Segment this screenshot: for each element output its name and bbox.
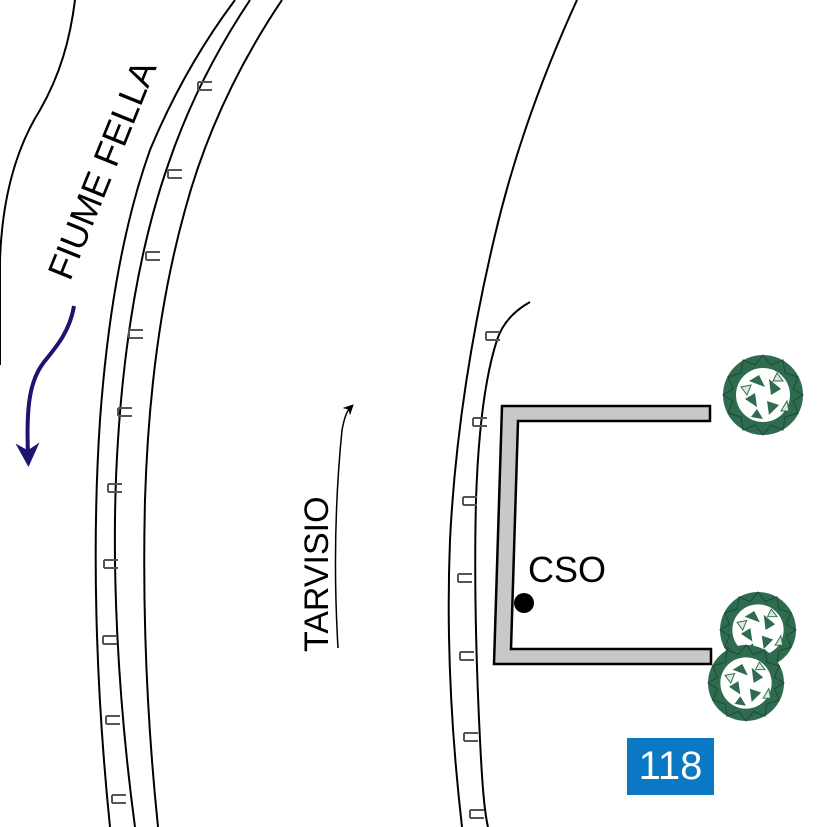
railway-line-inner (113, 0, 251, 827)
railway-ticks-west (102, 81, 212, 804)
direction-label: TARVISIO (298, 496, 336, 652)
road-ticks-east (457, 331, 500, 819)
tree-icon (722, 354, 804, 436)
direction-arrow-icon (334, 404, 354, 649)
river-flow-arrow-icon (15, 305, 76, 467)
cso-dot-marker-icon (514, 593, 534, 613)
cso-label: CSO (528, 549, 606, 590)
badge-118: 118 (627, 738, 714, 795)
road-east-edge (447, 0, 578, 827)
road-west-edge (143, 0, 283, 827)
railway-line-outer (94, 0, 236, 827)
tree-icon (707, 644, 785, 722)
river-label: FIUME FELLA (39, 54, 164, 285)
river-bank (0, 0, 76, 365)
building-outline (492, 404, 713, 666)
